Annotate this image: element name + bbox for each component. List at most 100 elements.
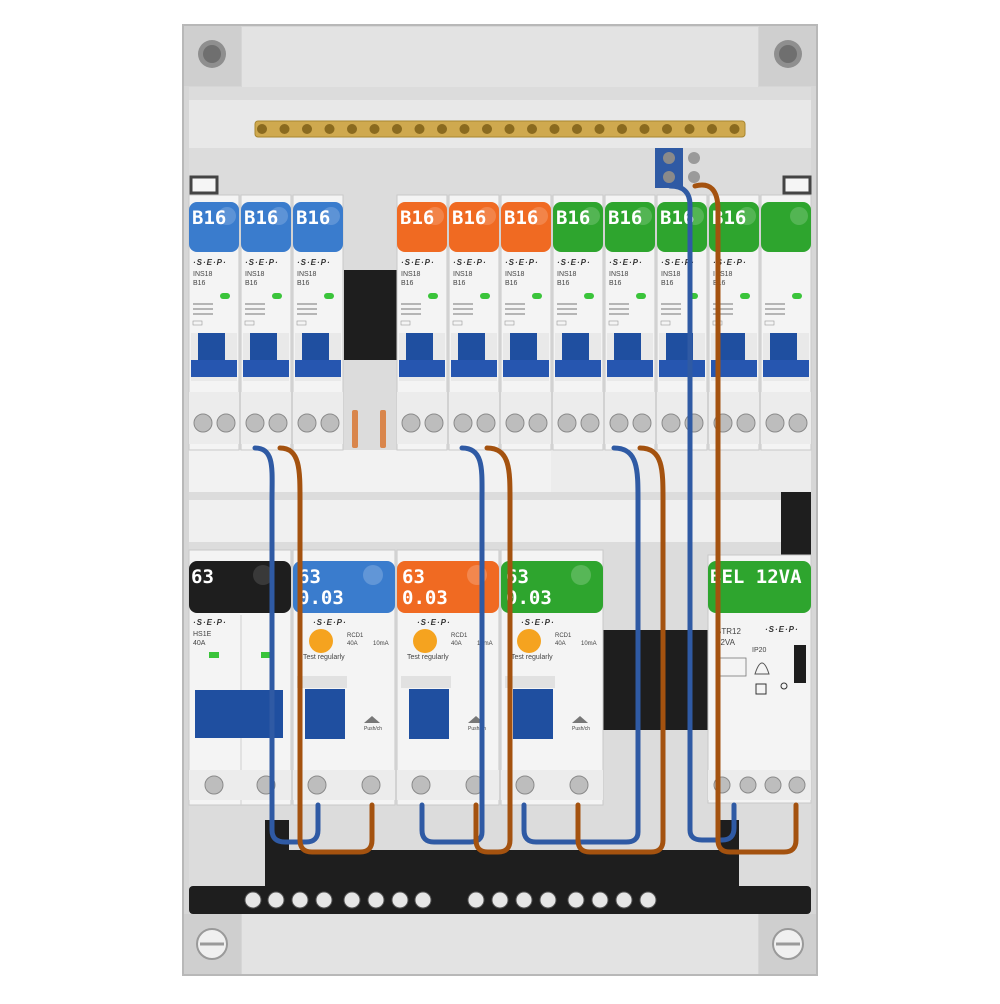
cap-screw-icon (253, 565, 273, 585)
spec-line (245, 303, 265, 305)
cap-screw-icon (426, 207, 444, 225)
rcd-model-text: RCD1 (451, 633, 468, 639)
test-button[interactable] (309, 629, 333, 653)
terminal-cover (189, 770, 291, 800)
brand-text: ·S·E·P· (713, 258, 747, 267)
top-terminal-block (655, 148, 700, 188)
brand-text: ·S·E·P· (557, 258, 591, 267)
rcd-toggle-switch[interactable] (409, 689, 449, 739)
terminal-screw-icon (632, 413, 652, 433)
busbar-screw-icon (504, 124, 515, 134)
mcb-model-text: INS18 (609, 271, 629, 278)
rcd-toggle-switch[interactable] (305, 689, 345, 739)
neutral-bar-screw-icon (591, 891, 609, 909)
neutral-bar-screw-icon (467, 891, 485, 909)
mcb-label: B16 (296, 207, 330, 229)
comb-busbar-cover (189, 450, 551, 492)
cap-screw-icon (322, 207, 340, 225)
terminal-screw-icon (661, 413, 681, 433)
terminal-screw-icon (739, 776, 757, 794)
toggle-housing (505, 676, 555, 688)
mcb-label: B16 (556, 207, 590, 229)
mcb-model-text: INS18 (713, 271, 733, 278)
toggle-base (399, 360, 445, 377)
test-button[interactable] (517, 629, 541, 653)
terminal-screw-icon (476, 413, 496, 433)
rcd-toggle-switch[interactable] (513, 689, 553, 739)
rcd-label-rating: 63 (298, 566, 321, 588)
brand-text: ·S·E·P· (401, 258, 435, 267)
spec-box (504, 320, 515, 326)
rcd-label-sensitivity: 0.03 (506, 587, 552, 609)
spec-box (192, 320, 203, 326)
mcb-label-cap (189, 202, 239, 252)
spec-line (505, 303, 525, 305)
status-indicator (480, 293, 490, 299)
toggle-base (607, 360, 653, 377)
busbar-screw-icon (302, 124, 312, 134)
terminal-screw-icon (580, 413, 600, 433)
terminal-screw-icon (609, 413, 629, 433)
brand-text: ·S·E·P· (245, 258, 279, 267)
rcd-label-cap (397, 561, 499, 613)
recycle-bin-icon (755, 683, 767, 695)
neutral-bar-screw-icon (315, 891, 333, 909)
mcb-label-cap (397, 202, 447, 252)
spec-line (661, 308, 681, 310)
terminal-screw-icon (307, 775, 327, 795)
neutral-bar-screw-icon (567, 891, 585, 909)
toggle-housing (401, 676, 451, 688)
live-wire (575, 445, 666, 855)
toggle-housing (297, 676, 347, 688)
main-switch-toggle[interactable] (195, 690, 283, 738)
mcb-label-cap (293, 202, 343, 252)
spec-line (401, 308, 421, 310)
rcd-sens-text: 10mA (373, 641, 389, 647)
terminal-screw-icon (515, 775, 535, 795)
neutral-wire (419, 445, 485, 845)
test-button[interactable] (413, 629, 437, 653)
mcb-label-cap (657, 202, 707, 252)
terminal-screw-icon (505, 413, 525, 433)
indicator-dot-icon (780, 682, 788, 690)
neutral-bar-screw-icon (391, 891, 409, 909)
mcb-label: B16 (400, 207, 434, 229)
mcb-label-cap (241, 202, 291, 252)
spec-line (401, 303, 421, 305)
spec-box (244, 320, 255, 326)
mcb-label: B16 (192, 207, 226, 229)
brand-text: ·S·E·P· (521, 618, 555, 627)
terminal-screw-icon (424, 413, 444, 433)
rcd-model-text: RCD1 (347, 633, 364, 639)
spec-line (765, 313, 785, 315)
mcb-model-text: INS18 (193, 271, 213, 278)
busbar-screw-icon (729, 124, 740, 134)
mcb-rating-text: B16 (661, 280, 674, 287)
live-wire (277, 445, 375, 855)
neutral-bar-screw-icon (244, 891, 262, 909)
busbar-screw-icon (369, 124, 380, 134)
busbar-screw-icon (279, 124, 290, 134)
toggle-base (191, 360, 237, 377)
spec-line (661, 303, 681, 305)
toggle-base (243, 360, 289, 377)
toggle-base (451, 360, 497, 377)
rcd-label-cap (293, 561, 395, 613)
rail-clip-right (782, 175, 812, 195)
terminal-screw-icon (268, 413, 288, 433)
neutral-bar-screw-icon (343, 891, 361, 909)
spec-line (193, 313, 213, 315)
mcb-rating-text: B16 (453, 280, 466, 287)
terminal-screw-icon (361, 775, 381, 795)
transformer-label: BEL 12VA (710, 566, 802, 588)
terminal-screw-icon (320, 413, 340, 433)
backplate-gap-top (344, 270, 398, 360)
toggle-base (503, 360, 549, 377)
mcb-breaker (760, 194, 812, 451)
comb-busbar-cover-right (551, 450, 811, 492)
busbar-screw-icon (459, 124, 470, 134)
mcb-label-cap (449, 202, 499, 252)
